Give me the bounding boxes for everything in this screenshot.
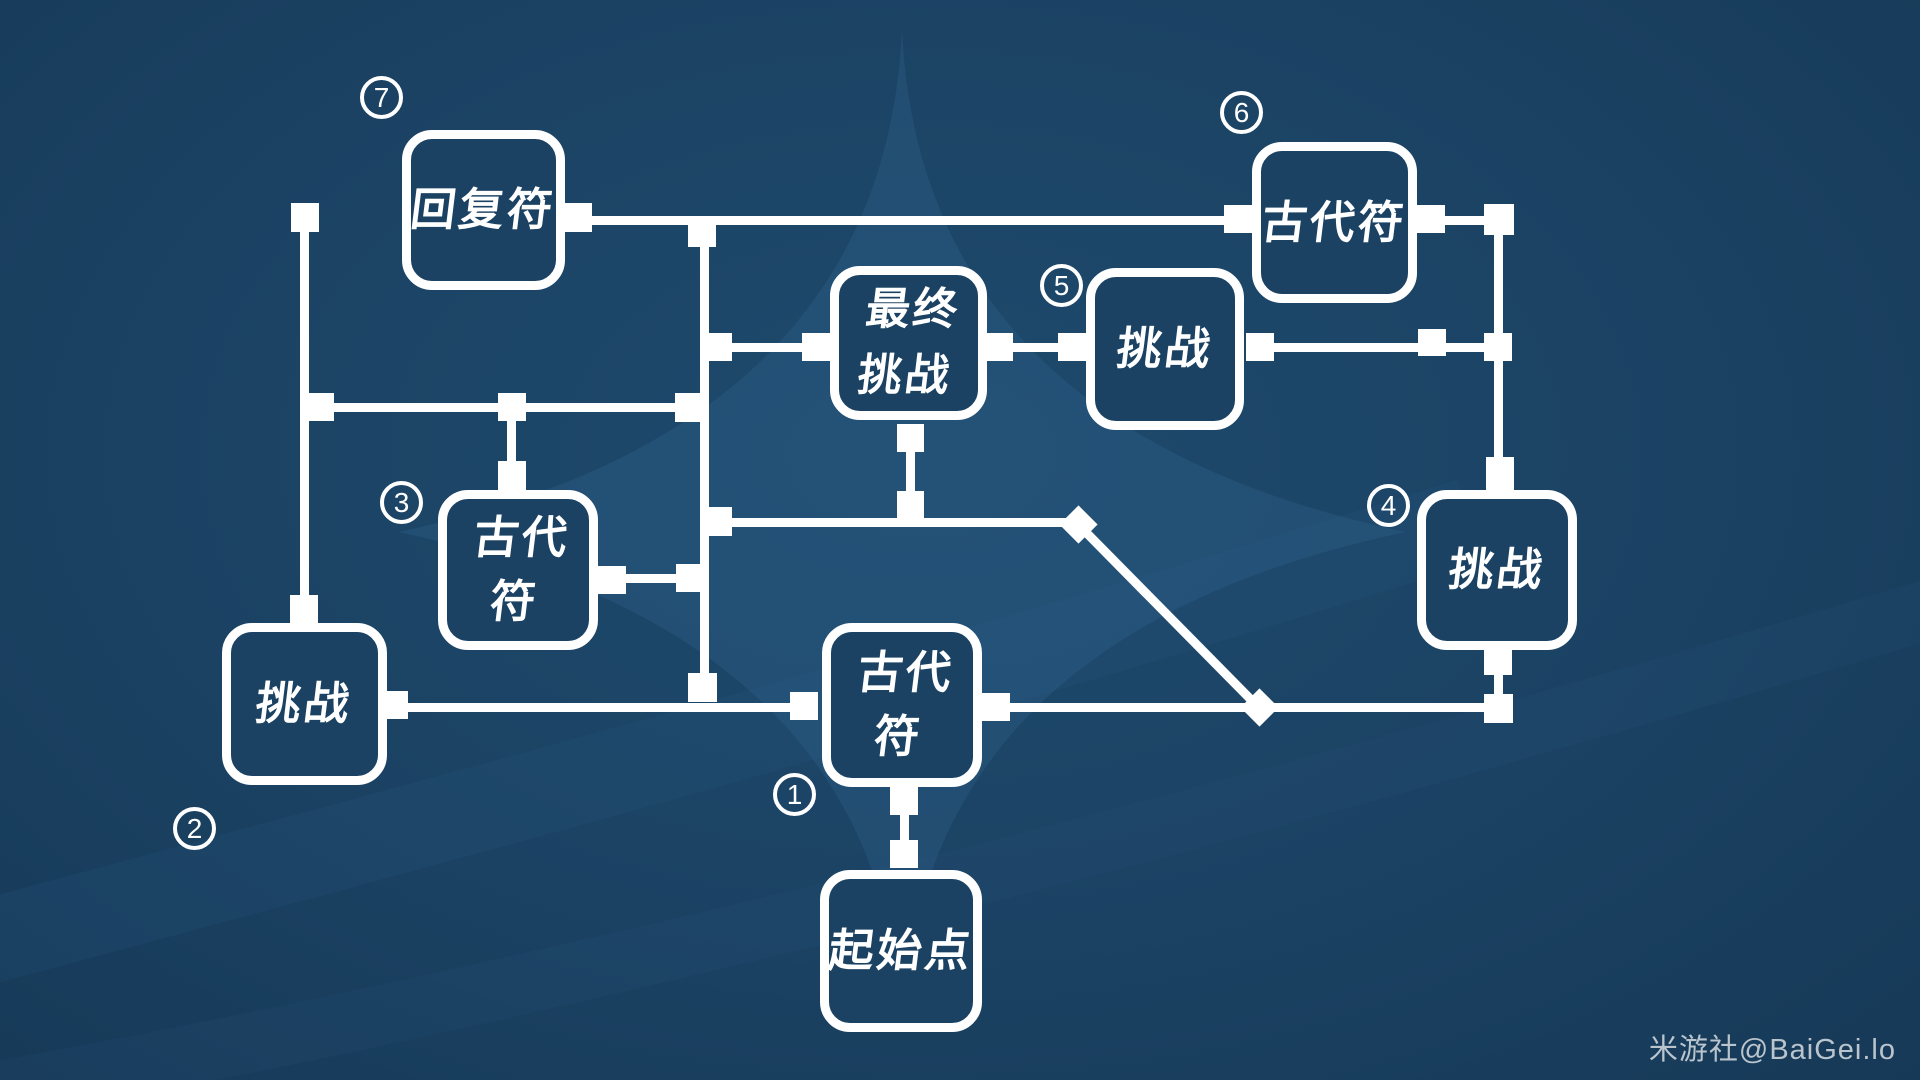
node-5-challenge: 挑战 <box>1086 268 1244 430</box>
connector-line <box>730 518 1070 527</box>
connector-square <box>676 564 702 592</box>
connector-square <box>307 393 334 421</box>
connector-square <box>890 787 918 815</box>
badge-2: 2 <box>173 807 216 850</box>
node-7-label: 回复符 <box>408 184 559 236</box>
connector-square <box>688 216 716 247</box>
connector-square <box>704 507 732 536</box>
connector-diagonal-line <box>1074 520 1262 711</box>
connector-line <box>1272 343 1486 352</box>
node-final-challenge: 最终 挑战 <box>830 266 987 420</box>
connector-square <box>498 393 526 421</box>
connector-stub <box>1494 674 1503 696</box>
badge-1: 1 <box>773 773 816 816</box>
node-4-label: 挑战 <box>1445 544 1549 596</box>
connector-square <box>1224 205 1252 233</box>
connector-square <box>1484 204 1514 235</box>
node-4-challenge: 挑战 <box>1417 490 1577 650</box>
connector-stub <box>507 419 516 463</box>
node-2-label: 挑战 <box>253 678 356 730</box>
connector-stub <box>906 450 915 493</box>
node-start-point: 起始点 <box>820 870 982 1032</box>
watermark-credit: 米游社@BaiGei.lo <box>1648 1034 1896 1066</box>
badge-5: 5 <box>1040 264 1083 307</box>
connector-stub <box>900 813 909 842</box>
connector-square <box>1484 648 1512 675</box>
connector-line <box>700 244 709 675</box>
connector-square <box>890 840 918 868</box>
connector-line <box>300 230 309 598</box>
connector-square <box>290 595 318 623</box>
connector-square <box>1417 205 1445 233</box>
connector-square <box>291 203 319 232</box>
node-7-recovery-talisman: 回复符 <box>402 130 565 290</box>
connector-square <box>598 566 626 594</box>
node-6-label: 古代符 <box>1259 196 1410 248</box>
connector-square <box>1418 329 1446 356</box>
connector-line <box>590 216 1226 225</box>
connector-square <box>897 424 924 452</box>
connector-square <box>675 393 702 422</box>
connector-square <box>688 673 717 702</box>
badge-3: 3 <box>380 481 423 524</box>
connector-square <box>897 491 924 518</box>
connector-square <box>1484 333 1512 361</box>
connector-line <box>624 574 678 583</box>
connector-square <box>985 333 1013 361</box>
connector-square <box>1058 333 1086 361</box>
connector-square <box>704 333 732 361</box>
connector-square <box>790 692 818 720</box>
connector-line <box>1012 343 1060 352</box>
connector-square <box>498 461 526 490</box>
badge-4: 4 <box>1367 484 1410 527</box>
connector-line <box>1445 216 1486 225</box>
connector-line <box>730 343 804 352</box>
connector-square <box>802 333 830 361</box>
connector-line <box>406 703 792 712</box>
node-3-label: 古代符 <box>470 512 574 627</box>
node-3-ancient-talisman: 古代符 <box>438 490 598 650</box>
node-5-label: 挑战 <box>1113 323 1217 375</box>
connector-square <box>982 693 1010 721</box>
badge-7: 7 <box>360 76 403 119</box>
node-start-label: 起始点 <box>825 925 977 977</box>
connector-square <box>1246 333 1274 361</box>
node-1-ancient-talisman: 古代符 <box>822 623 982 787</box>
node-1-label: 古代符 <box>854 647 958 762</box>
node-final-label: 最终 挑战 <box>854 285 963 400</box>
connector-square <box>564 203 592 232</box>
node-6-ancient-talisman: 古代符 <box>1252 142 1417 303</box>
badge-6: 6 <box>1220 91 1263 134</box>
connector-square <box>1486 457 1514 491</box>
connector-square <box>1484 694 1513 723</box>
node-2-challenge: 挑战 <box>222 623 387 785</box>
